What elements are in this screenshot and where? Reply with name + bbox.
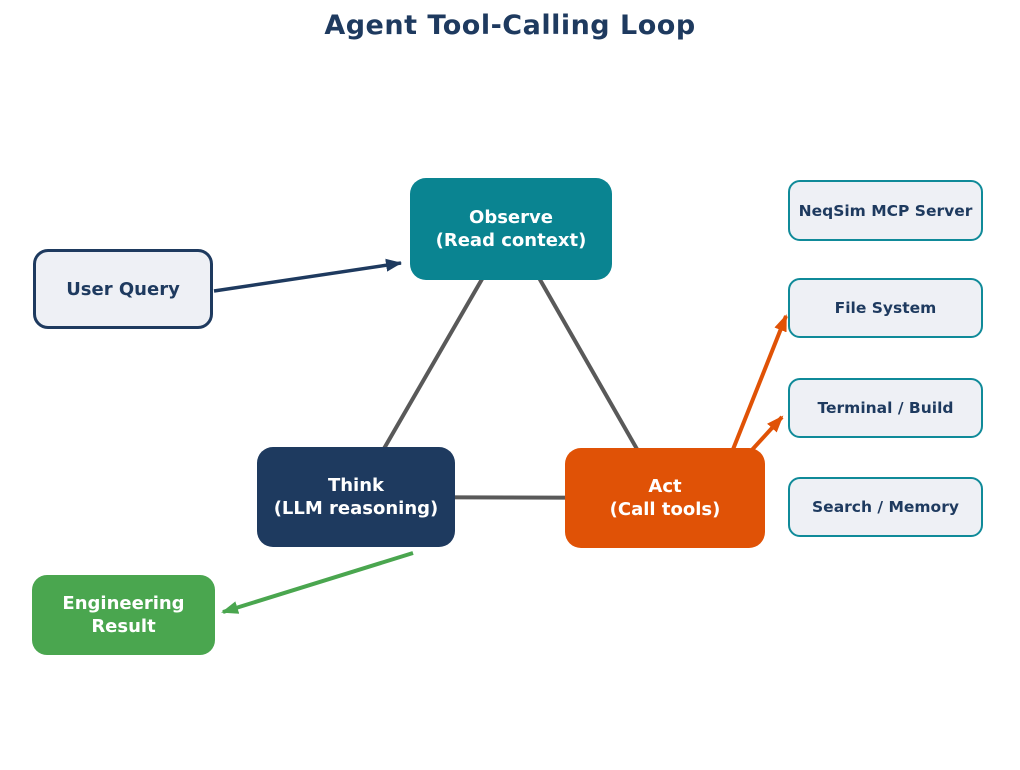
tool-label: NeqSim MCP Server (798, 201, 973, 220)
edge-user-query-to-observe (213, 258, 402, 293)
node-think: Think (LLM reasoning) (257, 447, 455, 547)
node-tool-terminal-build: Terminal / Build (788, 378, 983, 438)
node-observe: Observe (Read context) (410, 178, 612, 280)
node-observe-subtitle: (Read context) (435, 230, 587, 251)
node-think-subtitle: (LLM reasoning) (273, 498, 439, 519)
node-engineering-result-label: Engineering Result (62, 593, 185, 637)
node-engineering-result: Engineering Result (32, 575, 215, 655)
tool-label: Search / Memory (812, 498, 959, 516)
tool-label: File System (834, 299, 937, 317)
node-user-query-label: User Query (66, 278, 180, 300)
node-tool-search-memory: Search / Memory (788, 477, 983, 537)
node-act: Act (Call tools) (565, 448, 765, 548)
edge-think-to-engineering-result (221, 551, 414, 614)
node-tool-file-system: File System (788, 278, 983, 338)
node-user-query: User Query (33, 249, 213, 329)
node-observe-title: Observe (469, 207, 553, 228)
node-tool-neqsim-mcp-server: NeqSim MCP Server (788, 180, 983, 241)
edge-act-to-file-system (726, 314, 788, 463)
tool-label: Terminal / Build (817, 399, 954, 417)
diagram-title: Agent Tool-Calling Loop (324, 10, 696, 41)
node-act-title: Act (648, 476, 682, 497)
node-act-subtitle: (Call tools) (609, 499, 721, 520)
node-think-title: Think (327, 475, 385, 496)
